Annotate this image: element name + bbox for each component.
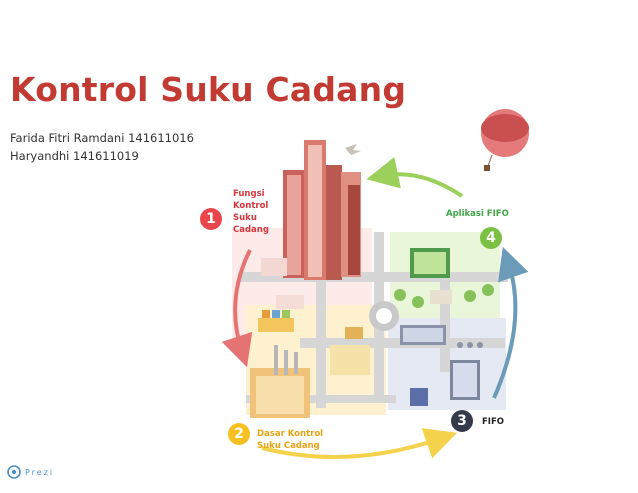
skyscrapers [261,140,361,309]
step-3-badge[interactable]: 3 [451,410,473,432]
arrow-step1-to-step2 [221,249,253,368]
factory [250,345,310,418]
step-4-badge[interactable]: 4 [480,227,502,249]
arrow-step3-to-step4 [492,246,529,399]
author-line: Haryandhi 141611019 [10,149,139,163]
shops [400,325,483,406]
prezi-logo-text: Prezi [25,467,55,477]
step-1-label[interactable]: Fungsi Kontrol Suku Cadang [233,189,269,235]
author-line: Farida Fitri Ramdani 141611016 [10,131,194,145]
step-1-badge[interactable]: 1 [200,208,222,230]
park [394,248,494,308]
slide-title: Kontrol Suku Cadang [10,70,407,109]
step-2-label[interactable]: Dasar Kontrol Suku Cadang [257,429,324,451]
prezi-logo[interactable]: Prezi [7,465,54,479]
step-2-badge[interactable]: 2 [228,423,250,445]
arrow-step4-to-step1 [366,157,464,198]
bird-illustration [345,144,361,155]
step-3-label[interactable]: FIFO [482,417,505,427]
balloon-illustration [481,109,529,171]
prezi-logo-icon [7,465,21,479]
step-4-label[interactable]: Aplikasi FIFO [446,209,509,219]
warehouse-stock [258,310,370,375]
arrow-step2-to-step3 [261,428,458,459]
